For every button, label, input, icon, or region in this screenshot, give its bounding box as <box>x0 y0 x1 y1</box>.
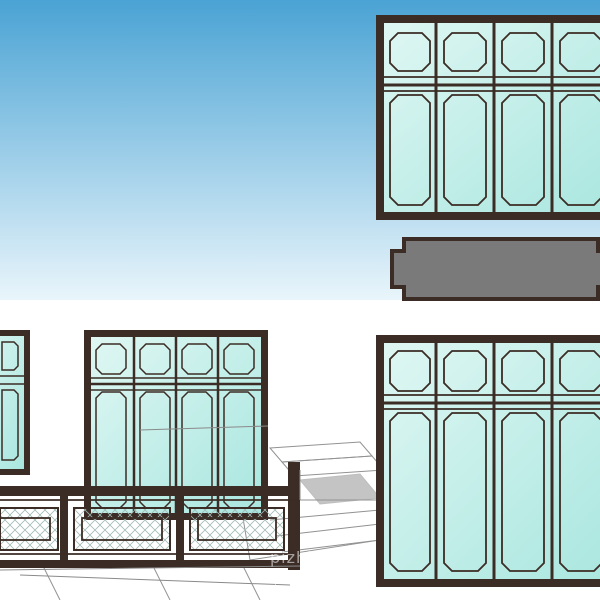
window-bottom-right[interactable] <box>376 335 600 587</box>
watermark-url: pizhiku.com <box>274 574 340 587</box>
watermark-logo: pizhiku <box>270 548 334 567</box>
name-plaque[interactable] <box>390 237 600 301</box>
window-left-partial[interactable] <box>0 330 30 475</box>
window-top-right[interactable] <box>376 15 600 220</box>
floor-shadow-lines <box>0 425 301 586</box>
railing[interactable] <box>0 462 300 570</box>
